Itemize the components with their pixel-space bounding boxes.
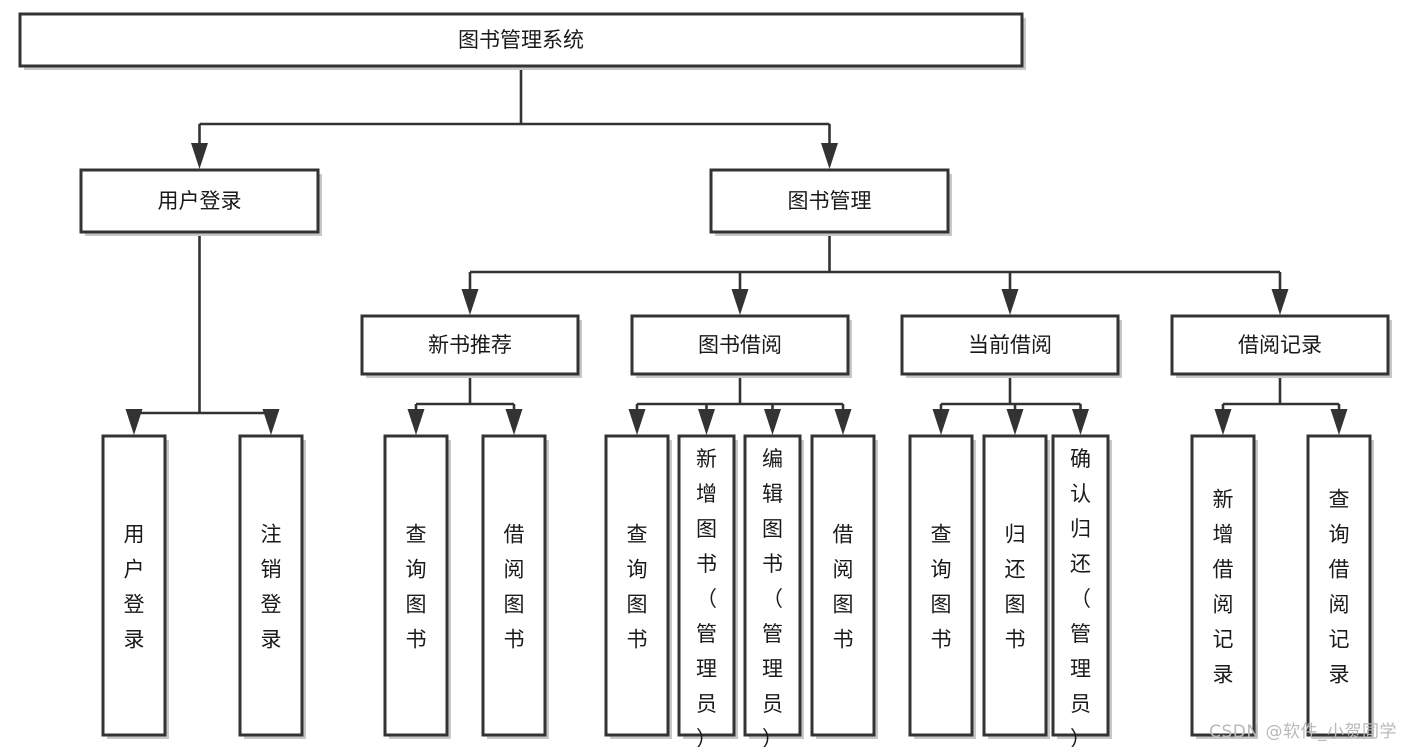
node-box[interactable] [908,434,974,737]
arrow-head-icon [698,409,715,435]
node-box[interactable] [982,434,1048,737]
arrow-head-icon [1001,289,1019,315]
node-查询图书-l-9[interactable]: 查询图书 [908,434,976,739]
node-label: 用户登录 [124,523,145,652]
arrow-head-icon [191,143,208,169]
node-图书管理-n-manage[interactable]: 图书管理 [709,168,952,236]
arrow-head-icon [262,409,280,435]
node-label: 查询图书 [406,523,427,652]
node-查询借阅记录-l-13[interactable]: 查询借阅记录 [1306,434,1374,739]
node-box[interactable] [900,314,1120,376]
node-box[interactable] [630,314,850,376]
arrow-head-icon [505,409,523,435]
node-label: 图书管理系统 [458,28,584,52]
node-图书管理系统-root[interactable]: 图书管理系统 [18,12,1026,70]
node-新书推荐-n-new[interactable]: 新书推荐 [360,314,582,378]
node-查询图书-l-5[interactable]: 查询图书 [604,434,672,739]
connector-group-n-borrow [628,374,852,435]
node-box[interactable] [238,434,304,737]
node-查询图书-l-3[interactable]: 查询图书 [383,434,451,739]
arrow-head-icon [461,289,479,315]
arrow-head-icon [834,409,852,435]
node-label: 编辑图书（管理员） [762,447,783,747]
node-label: 查询图书 [931,523,952,652]
node-box[interactable] [743,434,802,737]
node-box[interactable] [360,314,580,376]
node-新增图书管理员-l-6[interactable]: 新增图书（管理员） [677,434,738,747]
connector-group-n-manage [461,232,1289,315]
node-借阅图书-l-4[interactable]: 借阅图书 [481,434,549,739]
node-box[interactable] [18,12,1024,68]
arrow-head-icon [932,409,950,435]
node-box[interactable] [79,168,320,234]
arrow-head-icon [1214,409,1232,435]
node-图书借阅-n-borrow[interactable]: 图书借阅 [630,314,852,378]
connector-group-n-record [1214,374,1348,435]
node-box[interactable] [709,168,950,234]
node-label: 新增图书（管理员） [696,447,717,747]
node-注销登录-l-2[interactable]: 注销登录 [238,434,306,739]
node-当前借阅-n-current[interactable]: 当前借阅 [900,314,1122,378]
node-label: 归还图书 [1005,523,1026,652]
node-label: 图书管理 [788,189,872,213]
node-box[interactable] [677,434,736,737]
arrow-head-icon [1006,409,1024,435]
connector-group-n-new [407,374,523,435]
node-归还图书-l-10[interactable]: 归还图书 [982,434,1050,739]
edges-layer [125,66,1348,435]
nodes-layer: 图书管理系统用户登录图书管理新书推荐图书借阅当前借阅借阅记录用户登录注销登录查询… [18,12,1392,747]
node-label: 查询借阅记录 [1329,488,1350,687]
node-编辑图书管理员-l-7[interactable]: 编辑图书（管理员） [743,434,804,747]
node-box[interactable] [1051,434,1110,737]
arrow-head-icon [125,409,143,435]
node-box[interactable] [101,434,167,737]
node-label: 新书推荐 [428,333,512,357]
node-box[interactable] [1306,434,1372,737]
node-label: 图书借阅 [698,333,782,357]
node-box[interactable] [481,434,547,737]
node-用户登录-l-1[interactable]: 用户登录 [101,434,169,739]
node-label: 借阅记录 [1238,333,1322,357]
node-label: 查询图书 [627,523,648,652]
arrow-head-icon [821,143,838,169]
node-box[interactable] [604,434,670,737]
arrow-head-icon [407,409,425,435]
arrow-head-icon [1330,409,1348,435]
node-label: 当前借阅 [968,333,1052,357]
node-label: 借阅图书 [504,523,525,652]
node-新增借阅记录-l-12[interactable]: 新增借阅记录 [1190,434,1258,739]
node-label: 注销登录 [261,523,282,652]
node-label: 确认归还（管理员） [1070,447,1091,747]
node-label: 借阅图书 [833,523,854,652]
node-用户登录-n-login[interactable]: 用户登录 [79,168,322,236]
arrow-head-icon [1271,289,1289,315]
arrow-head-icon [731,289,749,315]
node-label: 新增借阅记录 [1213,488,1234,687]
node-box[interactable] [383,434,449,737]
node-借阅记录-n-record[interactable]: 借阅记录 [1170,314,1392,378]
arrow-head-icon [764,409,781,435]
node-借阅图书-l-8[interactable]: 借阅图书 [810,434,878,739]
arrow-head-icon [1072,409,1089,435]
node-box[interactable] [1190,434,1256,737]
arrow-head-icon [628,409,646,435]
node-box[interactable] [810,434,876,737]
node-label: 用户登录 [158,189,242,213]
node-box[interactable] [1170,314,1390,376]
connector-group-root [191,66,838,169]
node-确认归还管理员-l-11[interactable]: 确认归还（管理员） [1051,434,1112,747]
connector-group-n-login [125,232,280,435]
connector-group-n-current [932,374,1089,435]
